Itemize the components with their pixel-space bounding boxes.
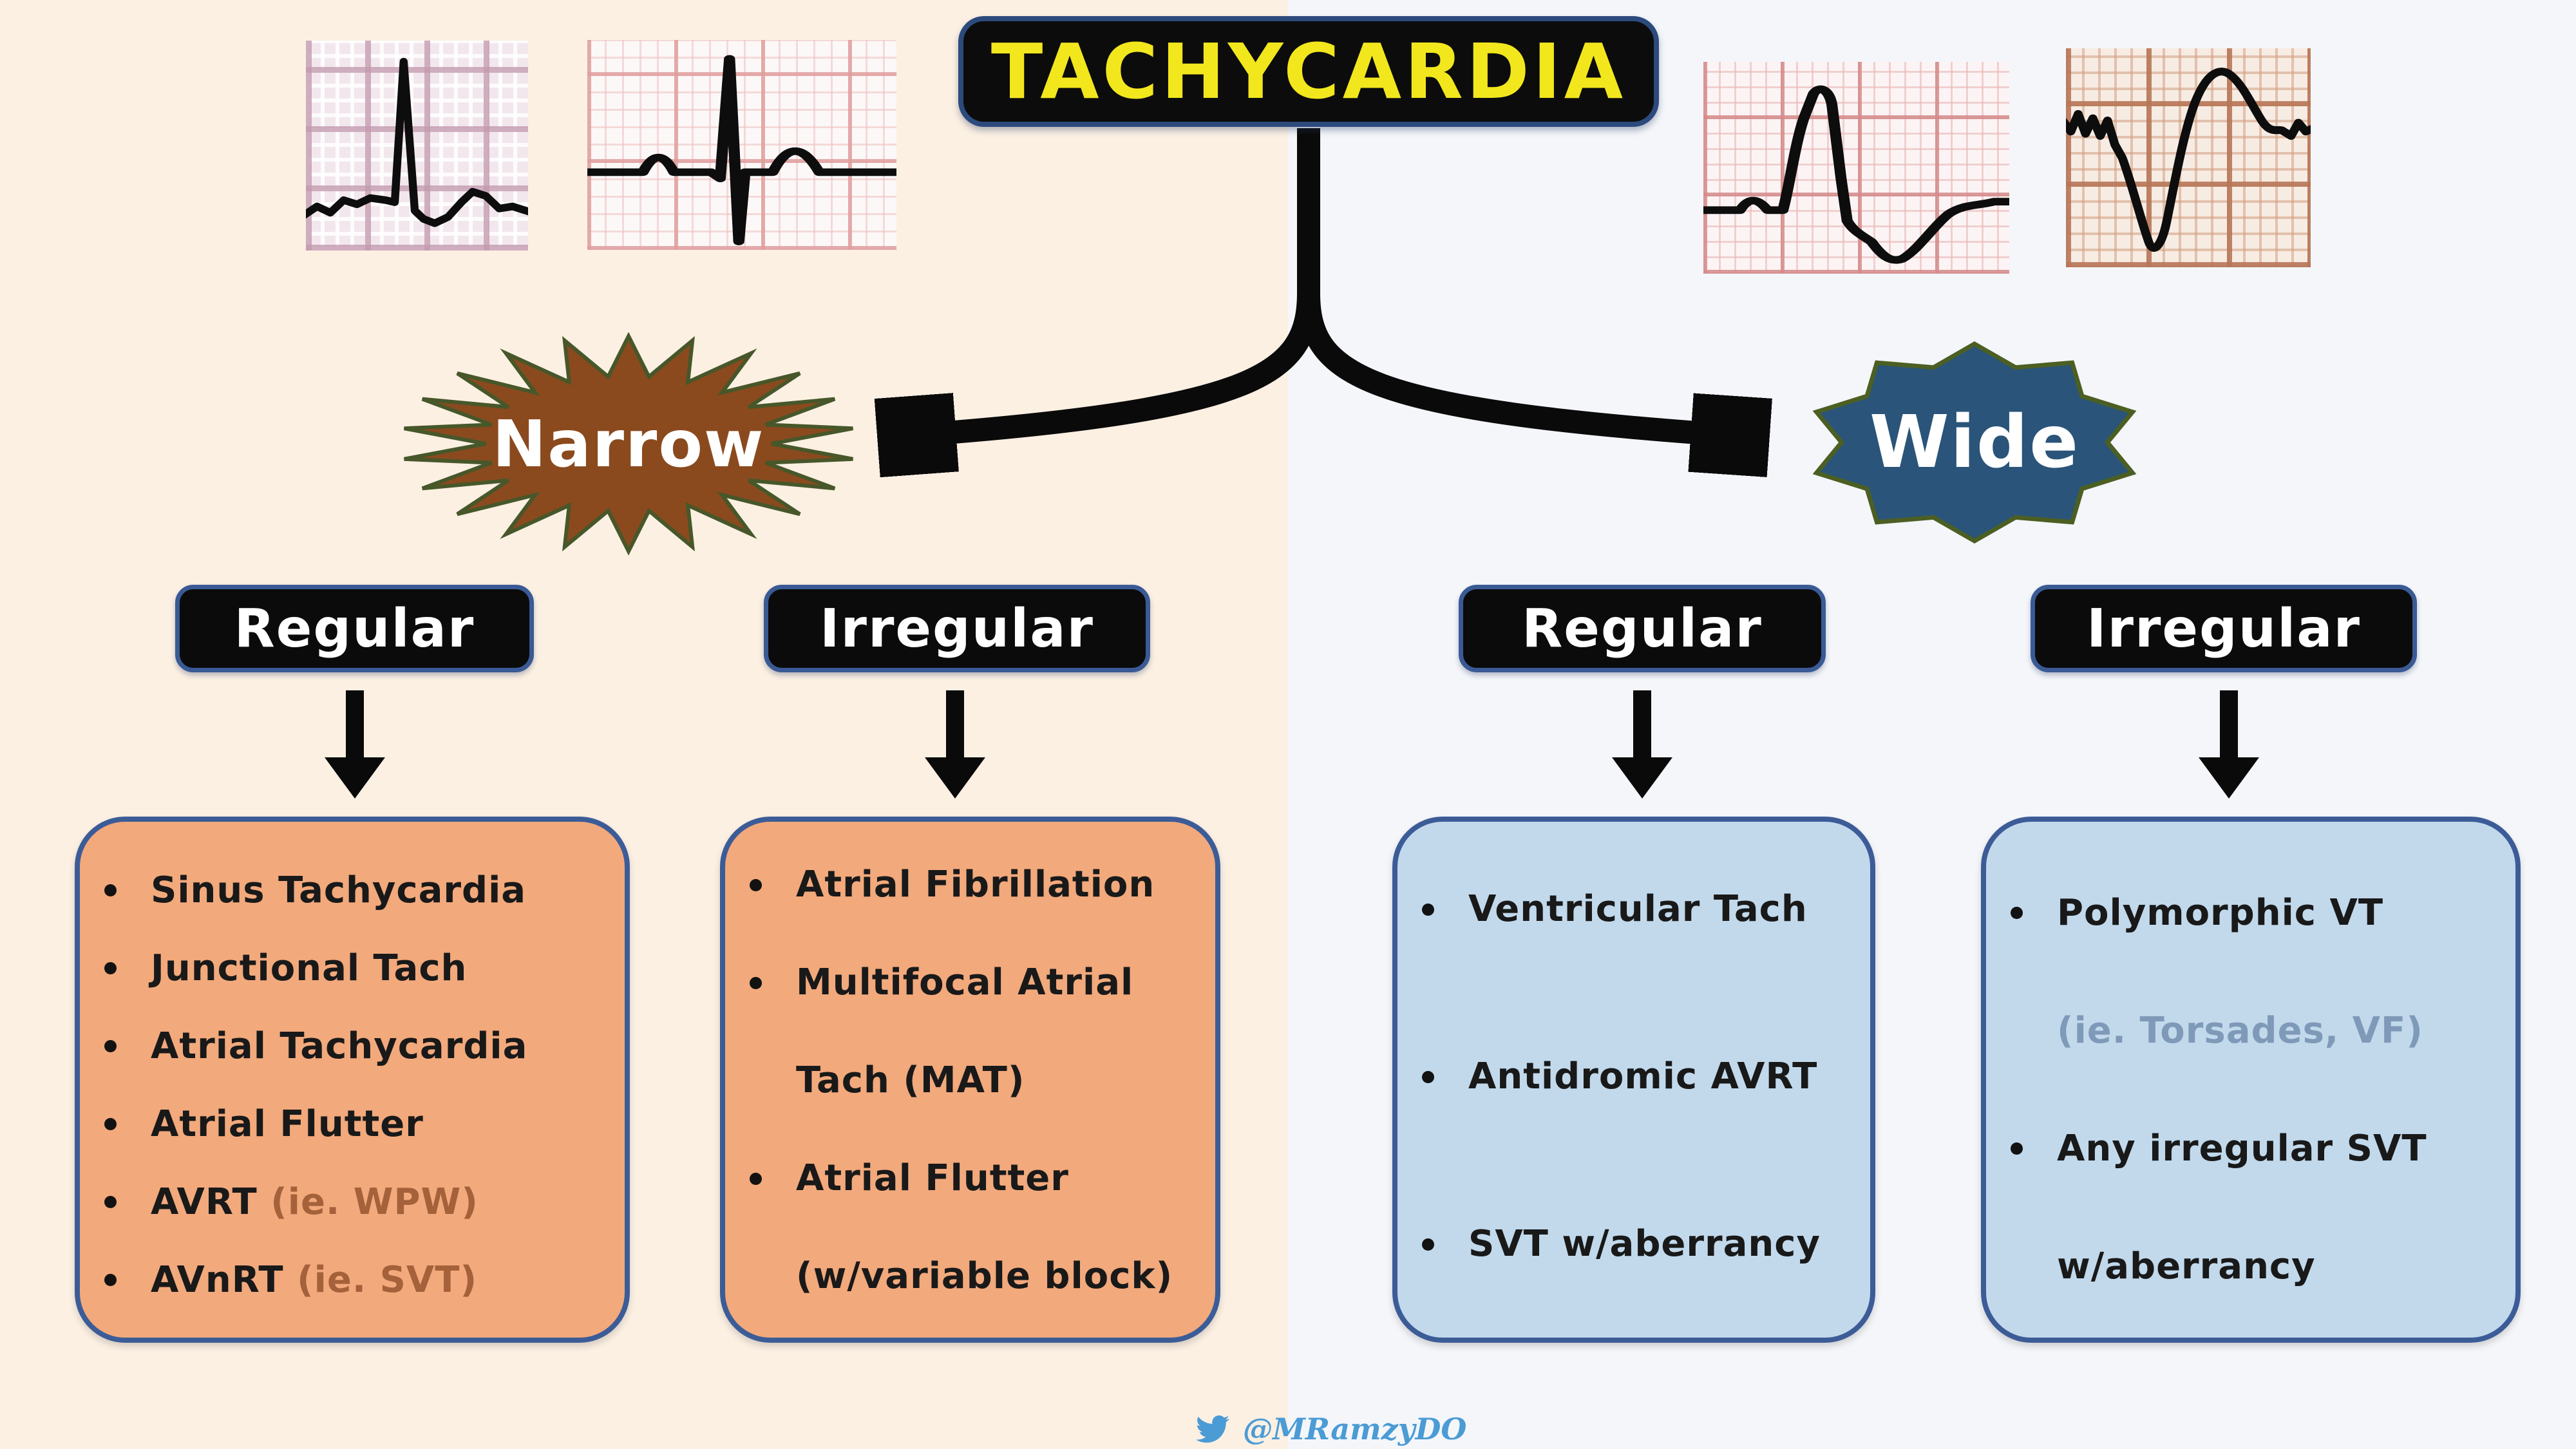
item-note: (ie. Torsades, VF) <box>2057 1010 2423 1052</box>
down-arrow-wide-regular <box>1612 690 1672 799</box>
seal-shape <box>1812 341 2137 544</box>
arrow-to-wide <box>1297 128 1742 436</box>
item-note: (ie. WPW) <box>270 1181 478 1223</box>
down-arrow-narrow-irregular <box>925 690 985 799</box>
list-item: Sinus Tachycardia <box>80 851 625 929</box>
bullet-dot <box>104 1274 117 1286</box>
title-box: TACHYCARDIA <box>958 16 1659 127</box>
list-item: Junctional Tach <box>80 929 625 1007</box>
list-item: AVRT (ie. WPW) <box>80 1163 625 1241</box>
narrow-branch-badge: Narrow <box>398 332 859 555</box>
list-item: Atrial Flutter <box>80 1085 625 1163</box>
bullet-dot <box>104 884 117 896</box>
list-item: Multifocal Atrial <box>725 934 1215 1032</box>
category-narrow-regular: Regular <box>175 585 534 672</box>
ecg-waveform-narrow-2 <box>587 55 896 245</box>
list-item-continuation: w/aberrancy <box>2057 1245 2316 1287</box>
bullet-dot <box>750 977 762 989</box>
ecg-strip-wide-1 <box>1703 62 2009 274</box>
category-label: Regular <box>1522 598 1763 659</box>
list-item-continuation: (w/variable block) <box>796 1255 1173 1297</box>
bullet-dot <box>104 1196 117 1208</box>
category-wide-irregular: Irregular <box>2031 585 2417 672</box>
ecg-strip-narrow-1 <box>306 41 528 251</box>
narrow-label: Narrow <box>492 406 765 482</box>
ecg-waveform-narrow-1 <box>306 57 528 227</box>
ecg-waveform-wide-1 <box>1703 85 2009 264</box>
ecg-strip-narrow-2 <box>587 40 896 250</box>
branch-arrows <box>837 128 1810 486</box>
category-label: Irregular <box>2087 598 2361 659</box>
list-item: Ventricular Tach <box>1397 884 1870 935</box>
arrow-to-narrow <box>905 128 1320 436</box>
ecg-waveform-wide-2 <box>2066 68 2311 252</box>
list-narrow-regular: Sinus Tachycardia Junctional Tach Atrial… <box>75 817 630 1343</box>
list-item: Antidromic AVRT <box>1397 1051 1870 1103</box>
down-arrow-wide-irregular <box>2199 690 2259 799</box>
bullet-dot <box>2011 1142 2023 1155</box>
ecg-strip-wide-2 <box>2066 48 2311 267</box>
twitter-handle: @MRamzyDO <box>1243 1412 1467 1446</box>
list-item: AVnRT (ie. SVT) <box>80 1241 625 1319</box>
wide-label: Wide <box>1869 401 2080 484</box>
bullet-dot <box>1422 1071 1434 1083</box>
bullet-dot <box>1422 1238 1434 1251</box>
page-title: TACHYCARDIA <box>990 27 1627 116</box>
list-item-continuation: Tach (MAT) <box>796 1059 1025 1101</box>
twitter-bird-icon <box>1196 1415 1229 1443</box>
list-item: Any irregular SVT <box>1986 1090 2515 1208</box>
list-wide-regular: Ventricular Tach Antidromic AVRT SVT w/a… <box>1392 817 1875 1343</box>
item-note: (ie. SVT) <box>297 1259 478 1301</box>
bullet-dot <box>104 962 117 974</box>
footer-credit: @MRamzyDO <box>1193 1412 1467 1446</box>
list-item: Atrial Fibrillation <box>725 836 1215 934</box>
bullet-dot <box>750 879 762 891</box>
list-wide-irregular: Polymorphic VT (ie. Torsades, VF) Any ir… <box>1981 817 2521 1343</box>
list-narrow-irregular: Atrial Fibrillation Multifocal Atrial Ta… <box>720 817 1220 1343</box>
category-label: Regular <box>234 598 475 659</box>
bullet-dot <box>750 1173 762 1185</box>
bullet-dot <box>1422 904 1434 916</box>
list-item: SVT w/aberrancy <box>1397 1218 1870 1270</box>
category-label: Irregular <box>820 598 1094 659</box>
down-arrow-narrow-regular <box>325 690 385 799</box>
wide-branch-badge: Wide <box>1804 340 2145 545</box>
category-wide-regular: Regular <box>1459 585 1826 672</box>
list-item: Polymorphic VT <box>1986 854 2515 972</box>
category-narrow-irregular: Irregular <box>764 585 1150 672</box>
bullet-dot <box>2011 907 2023 919</box>
list-item: Atrial Tachycardia <box>80 1007 625 1085</box>
list-item: Atrial Flutter <box>725 1130 1215 1227</box>
bullet-dot <box>104 1040 117 1052</box>
starburst-shape <box>404 332 853 555</box>
bullet-dot <box>104 1118 117 1130</box>
